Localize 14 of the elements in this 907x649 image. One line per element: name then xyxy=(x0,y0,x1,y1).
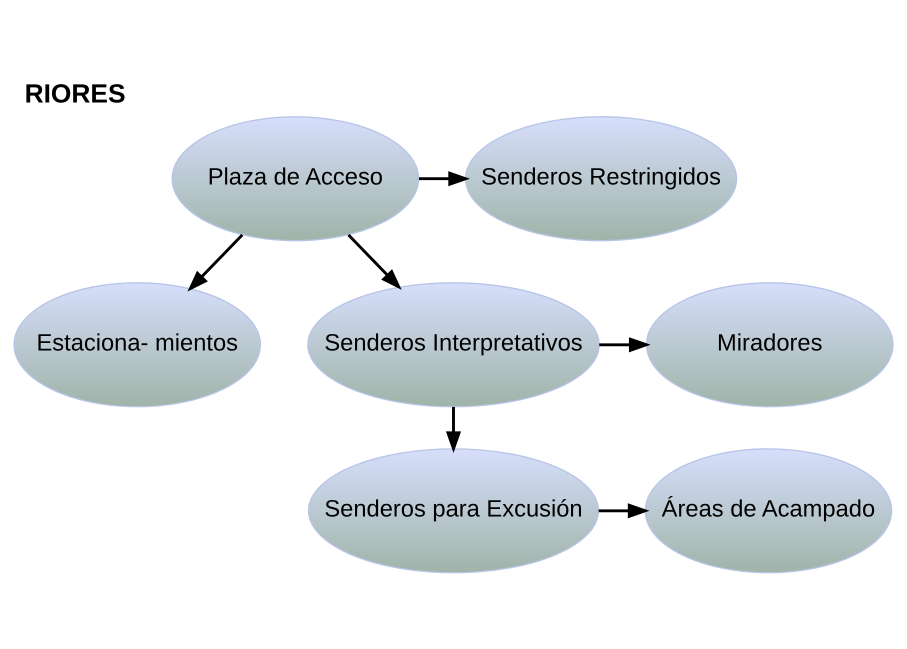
node-ellipse: Áreas de Acampado xyxy=(644,448,892,573)
arrow xyxy=(347,233,402,290)
diagram-title: RIORES xyxy=(24,78,126,108)
arrow xyxy=(418,170,470,186)
node-ellipse: Senderos para Excusión xyxy=(308,448,600,573)
arrow xyxy=(598,502,650,518)
arrow xyxy=(446,406,462,452)
node-ellipse: Plaza de Acceso xyxy=(172,116,420,241)
node-ellipse: Estaciona- mientos xyxy=(13,282,262,407)
node-ellipse: Senderos Restringidos xyxy=(464,116,738,241)
node-ellipse: Miradores xyxy=(646,282,894,407)
arrow xyxy=(599,336,651,352)
node-ellipse: Senderos Interpretativos xyxy=(307,282,600,407)
arrow xyxy=(187,233,244,292)
